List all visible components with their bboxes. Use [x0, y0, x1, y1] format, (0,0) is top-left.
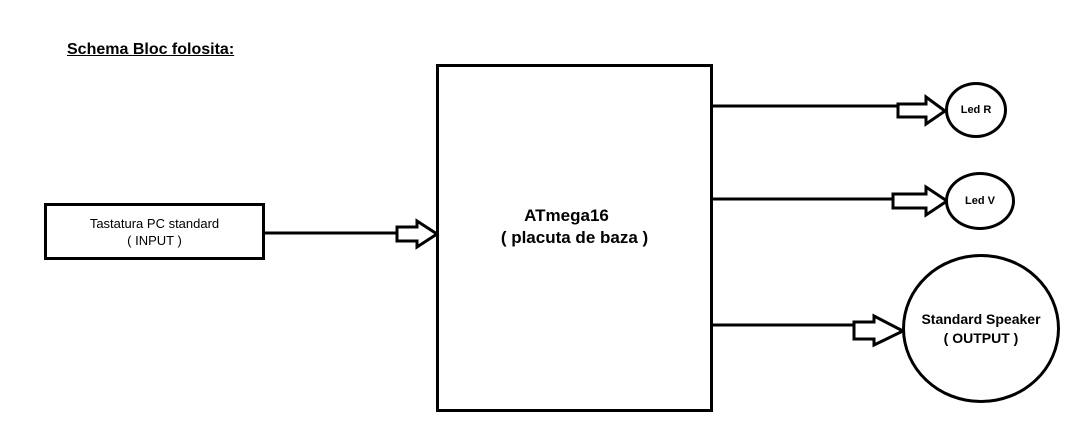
hollow-arrow-icon — [896, 94, 948, 127]
speaker-sublabel: ( OUTPUT ) — [943, 329, 1019, 346]
hollow-arrow-icon — [852, 313, 907, 348]
led-r-label: Led R — [960, 104, 992, 116]
hollow-arrow-icon — [395, 218, 440, 250]
input-block-sublabel: ( INPUT ) — [127, 232, 182, 248]
mcu-block-atmega16: ATmega16 ( placuta de baza ) — [436, 64, 713, 412]
led-v-label: Led V — [965, 195, 995, 207]
output-led-v: Led V — [945, 172, 1015, 230]
hollow-arrow-icon — [891, 184, 950, 218]
speaker-label: Standard Speaker — [921, 310, 1041, 327]
diagram-title: Schema Bloc folosita: — [67, 41, 235, 58]
mcu-block-label: ATmega16 — [524, 206, 609, 225]
mcu-block-sublabel: ( placuta de baza ) — [500, 228, 649, 247]
output-led-r: Led R — [945, 82, 1007, 138]
input-block-keyboard: Tastatura PC standard ( INPUT ) — [44, 203, 265, 260]
output-speaker: Standard Speaker ( OUTPUT ) — [902, 254, 1060, 403]
input-block-label: Tastatura PC standard — [89, 215, 220, 231]
